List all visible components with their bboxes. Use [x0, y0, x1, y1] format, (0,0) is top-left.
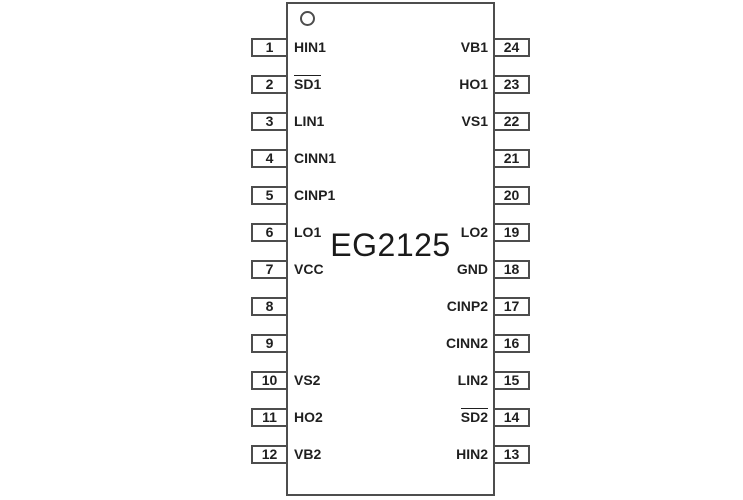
pin-number-box-14: 14 [493, 407, 530, 427]
pin-number-box-4: 4 [251, 148, 288, 168]
pin-number-box-18: 18 [493, 259, 530, 279]
pin-label-text: HIN2 [456, 445, 488, 462]
pin-number: 3 [265, 113, 274, 129]
pin-number: 12 [261, 446, 278, 462]
pin-number: 8 [265, 298, 274, 314]
pin-label-lin1: LIN1 [294, 112, 324, 131]
pin-number-box-19: 19 [493, 222, 530, 242]
pin-number-box-12: 12 [251, 444, 288, 464]
pin-label-text: VS2 [294, 371, 321, 388]
pin-label-sd1: SD1 [294, 74, 322, 94]
pin-number: 2 [265, 76, 274, 92]
pin-label-text: GND [456, 260, 488, 277]
pin-number: 5 [265, 187, 274, 203]
pin-number-box-10: 10 [251, 370, 288, 390]
pin-label-gnd: GND [457, 260, 488, 279]
pin-label-vcc: VCC [294, 260, 324, 279]
pin-label-ho1: HO1 [459, 75, 488, 94]
pin-label-text: VS1 [461, 112, 488, 129]
pin-label-lo1: LO1 [294, 223, 321, 242]
pin-label-text: CINN2 [445, 334, 488, 351]
pin-label-text: LO1 [294, 223, 322, 240]
pin-number: 14 [503, 409, 520, 425]
pin-label-text: LIN1 [294, 112, 325, 129]
chip-part-number: EG2125 [330, 227, 451, 263]
pin-label-cinn2: CINN2 [446, 334, 488, 353]
pin-number: 10 [261, 372, 278, 388]
pin-number: 11 [262, 409, 277, 425]
pin-label-text: HIN1 [294, 38, 326, 55]
pin-label-cinp2: CINP2 [447, 297, 488, 316]
pin-label-text: CINP2 [446, 297, 488, 314]
pin-number: 9 [265, 335, 274, 351]
pin-label-hin2: HIN2 [456, 445, 488, 464]
pin-number: 18 [503, 261, 520, 277]
pin-number-box-24: 24 [493, 37, 530, 57]
pin-number-box-20: 20 [493, 185, 530, 205]
pin-number-box-23: 23 [493, 74, 530, 94]
chip-body [286, 2, 495, 496]
pin-number: 17 [503, 298, 520, 314]
pin-number: 13 [503, 446, 520, 462]
pin-label-text: VB1 [460, 38, 488, 55]
pin-label-text: CINN1 [294, 149, 337, 166]
pin-number: 19 [503, 224, 520, 240]
pin-number-box-22: 22 [493, 111, 530, 131]
pin-number-box-7: 7 [251, 259, 288, 279]
pin-number: 7 [265, 261, 274, 277]
pin-number-box-2: 2 [251, 74, 288, 94]
pin-label-lo2: LO2 [461, 223, 488, 242]
pin-number: 1 [265, 39, 274, 55]
pin-label-hin1: HIN1 [294, 38, 326, 57]
pin-label-cinn1: CINN1 [294, 149, 336, 168]
pin-number-box-8: 8 [251, 296, 288, 316]
pin-number: 21 [503, 150, 520, 166]
pin-number-box-9: 9 [251, 333, 288, 353]
pin-number: 22 [503, 113, 520, 129]
pin-label-text: CINP1 [294, 186, 336, 203]
pin-label-vb1: VB1 [461, 38, 488, 57]
pin-number-box-16: 16 [493, 333, 530, 353]
pin-label-lin2: LIN2 [458, 371, 488, 390]
pin-label-ho2: HO2 [294, 408, 323, 427]
pin-label-text: SD2 [460, 407, 488, 425]
pin-number-box-13: 13 [493, 444, 530, 464]
pin-number: 20 [503, 187, 520, 203]
pin-number-box-3: 3 [251, 111, 288, 131]
pin-label-text: HO1 [459, 75, 488, 92]
pin-label-vs1: VS1 [462, 112, 488, 131]
pin-label-text: VCC [294, 260, 324, 277]
pin-number-box-11: 11 [251, 407, 288, 427]
pin-label-sd2: SD2 [460, 407, 488, 427]
pin-number-box-1: 1 [251, 37, 288, 57]
pin-label-vb2: VB2 [294, 445, 321, 464]
pin-number: 24 [503, 39, 520, 55]
pin-label-text: VB2 [294, 445, 322, 462]
pin-number: 15 [503, 372, 520, 388]
pin-label-text: SD1 [294, 74, 322, 92]
pin-label-text: HO2 [294, 408, 323, 425]
pin1-indicator-circle [300, 11, 315, 26]
pin-number-box-5: 5 [251, 185, 288, 205]
pin-number-box-15: 15 [493, 370, 530, 390]
pin-number: 6 [265, 224, 274, 240]
pin-label-vs2: VS2 [294, 371, 320, 390]
pin-number-box-17: 17 [493, 296, 530, 316]
pin-number: 23 [503, 76, 520, 92]
pin-label-text: LO2 [460, 223, 488, 240]
pin-number: 4 [265, 150, 274, 166]
pin-number-box-6: 6 [251, 222, 288, 242]
pin-number: 16 [503, 335, 520, 351]
pin-label-text: LIN2 [457, 371, 488, 388]
pin-label-cinp1: CINP1 [294, 186, 335, 205]
pin-number-box-21: 21 [493, 148, 530, 168]
